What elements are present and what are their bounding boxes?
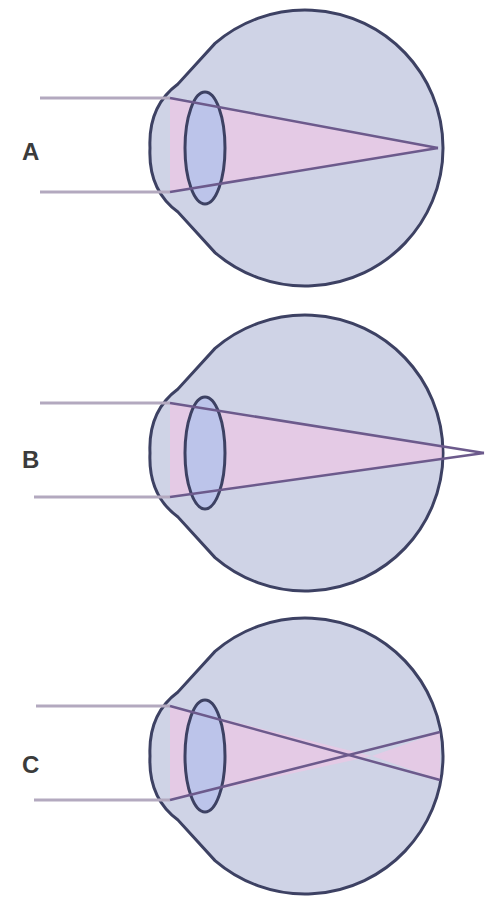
eye-normal (40, 10, 443, 286)
eye-myopia (34, 618, 443, 894)
eye-hyperopia (34, 315, 484, 591)
eye-letter: A (22, 140, 39, 164)
eye-letter: C (22, 753, 39, 777)
eye-letter: B (22, 448, 39, 472)
